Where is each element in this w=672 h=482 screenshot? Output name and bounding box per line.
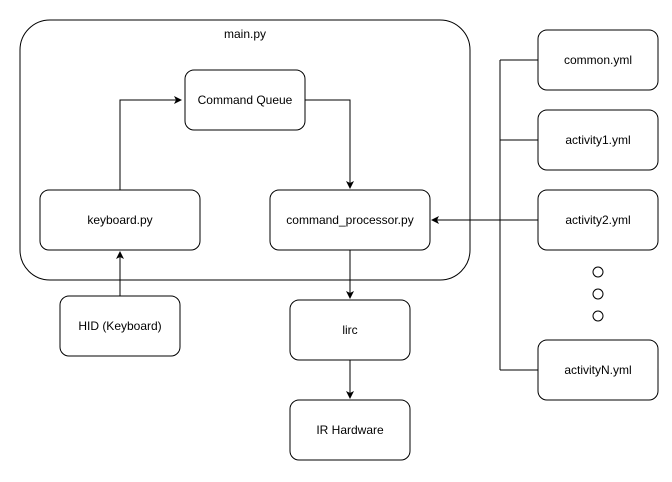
ellipsis-dots bbox=[592, 266, 604, 322]
node-keyboard-py: keyboard.py bbox=[39, 189, 201, 251]
main-py-title: main.py bbox=[224, 27, 266, 41]
ellipsis-dot bbox=[592, 310, 604, 322]
node-command-queue: Command Queue bbox=[184, 69, 306, 131]
svg-text:Command Queue: Command Queue bbox=[198, 93, 293, 107]
node-lirc: lirc bbox=[289, 299, 411, 361]
svg-text:HID (Keyboard): HID (Keyboard) bbox=[78, 319, 161, 333]
svg-text:IR Hardware: IR Hardware bbox=[316, 423, 384, 437]
ellipsis-dot bbox=[592, 288, 604, 300]
node-activity1-yml: activity1.yml bbox=[537, 109, 659, 171]
node-hid-keyboard: HID (Keyboard) bbox=[59, 295, 181, 357]
svg-text:activityN.yml: activityN.yml bbox=[564, 363, 631, 377]
edge-queue-to-processor bbox=[305, 99, 354, 189]
edge-keyboard-to-queue bbox=[119, 96, 182, 190]
svg-text:activity1.yml: activity1.yml bbox=[565, 133, 630, 147]
svg-text:activity2.yml: activity2.yml bbox=[565, 213, 630, 227]
svg-text:lirc: lirc bbox=[342, 323, 357, 337]
ellipsis-dot bbox=[592, 266, 604, 278]
svg-text:common.yml: common.yml bbox=[564, 53, 632, 67]
node-activity2-yml: activity2.yml bbox=[537, 189, 659, 251]
svg-text:command_processor.py: command_processor.py bbox=[286, 213, 413, 227]
node-command-processor-py: command_processor.py bbox=[269, 189, 431, 251]
node-ir-hardware: IR Hardware bbox=[289, 399, 411, 461]
node-common-yml: common.yml bbox=[537, 29, 659, 91]
svg-text:keyboard.py: keyboard.py bbox=[87, 213, 152, 227]
node-activityN-yml: activityN.yml bbox=[537, 339, 659, 401]
